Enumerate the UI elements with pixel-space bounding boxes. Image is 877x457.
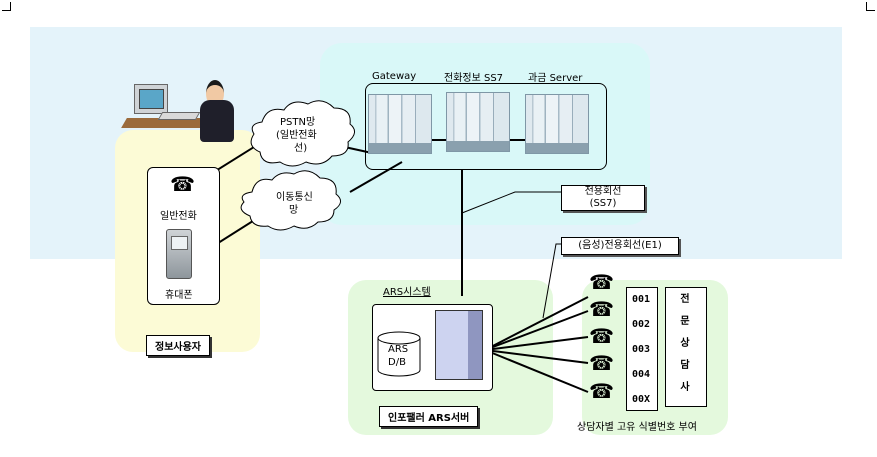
frame-corner-marker xyxy=(866,2,875,11)
pstn-cloud-line-2: (일반전화 xyxy=(276,130,317,141)
pstn-cloud-line-3: 선) xyxy=(294,143,308,154)
counselor-phone-icon: ☎ xyxy=(589,379,614,403)
e1-callout-line xyxy=(542,243,562,319)
ars-phone-line-5 xyxy=(484,349,589,393)
voice-line-note: (음성)전용회선(E1) xyxy=(561,237,679,255)
ars-phone-line-3 xyxy=(484,336,589,351)
counselor-code: 002 xyxy=(632,319,651,330)
monitor-icon xyxy=(134,84,168,114)
pstn-cloud xyxy=(250,100,355,167)
counselor-code: 00X xyxy=(632,394,651,405)
mobile-phone-icon xyxy=(166,229,192,279)
ars-phone-line-1 xyxy=(484,296,589,351)
user-group-label: 정보사용자 xyxy=(146,335,210,356)
ss7-server-icon xyxy=(446,92,510,152)
ars-server-tower-icon xyxy=(435,310,483,380)
counselor-phone-icon: ☎ xyxy=(589,324,614,348)
person-body-icon xyxy=(200,100,234,142)
billing-server-label: 과금 Server xyxy=(528,73,583,84)
dedicated-line-text-1: 전용회선 xyxy=(584,186,622,197)
counselor-vertical-char: 담 xyxy=(680,360,690,371)
counselor-caption: 상담자별 고유 식별번호 부여 xyxy=(577,422,697,433)
ss7-callout-line xyxy=(461,191,562,214)
mobile-cloud-to-gateway-line xyxy=(349,161,403,193)
counselor-vertical-char: 상 xyxy=(680,338,690,349)
frame-corner-marker xyxy=(2,2,11,11)
mobile-cloud-line-1: 이동통신 xyxy=(276,192,313,203)
counselor-code: 001 xyxy=(632,294,651,305)
server-group-frame xyxy=(365,83,607,170)
dedicated-line-note: 전용회선 (SS7) xyxy=(561,185,645,211)
ss7-label: 전화정보 SS7 xyxy=(444,73,504,84)
ars-db-label-2: D/B xyxy=(388,357,406,368)
gateway-server-icon xyxy=(368,94,432,154)
ars-db-icon xyxy=(377,331,421,377)
ars-phone-line-4 xyxy=(484,349,589,364)
keyboard-icon xyxy=(157,112,201,120)
gateway-label: Gateway xyxy=(372,71,417,82)
ars-db-label-1: ARS xyxy=(388,344,409,355)
counselor-vertical-char: 문 xyxy=(680,316,690,327)
pstn-cloud-line-1: PSTN망 xyxy=(280,117,316,128)
mobile-cloud xyxy=(240,170,341,231)
landline-phone-icon: ☎ xyxy=(170,172,195,196)
computer-user-illustration xyxy=(120,78,240,148)
counselor-code: 003 xyxy=(632,344,651,355)
counselor-vertical-char: 사 xyxy=(680,382,690,393)
code-column-frame xyxy=(626,287,658,411)
landline-label: 일반전화 xyxy=(160,211,197,222)
billing-server-icon xyxy=(525,94,589,154)
counselor-phone-icon: ☎ xyxy=(589,351,614,375)
mobile-cloud-line-2: 망 xyxy=(289,205,299,216)
counselor-phone-icon: ☎ xyxy=(589,270,614,294)
ars-system-label: ARS시스템 xyxy=(383,287,431,298)
dedicated-line-text-2: (SS7) xyxy=(589,198,617,209)
counselor-code: 004 xyxy=(632,369,651,380)
counselor-vertical-char: 전 xyxy=(680,294,690,305)
counselor-phone-icon: ☎ xyxy=(589,297,614,321)
ars-phone-line-2 xyxy=(484,310,589,351)
mobile-label: 휴대폰 xyxy=(165,290,193,301)
counselor-vertical-frame xyxy=(665,287,707,407)
ars-server-label: 인포팰러 ARS서버 xyxy=(379,406,479,427)
